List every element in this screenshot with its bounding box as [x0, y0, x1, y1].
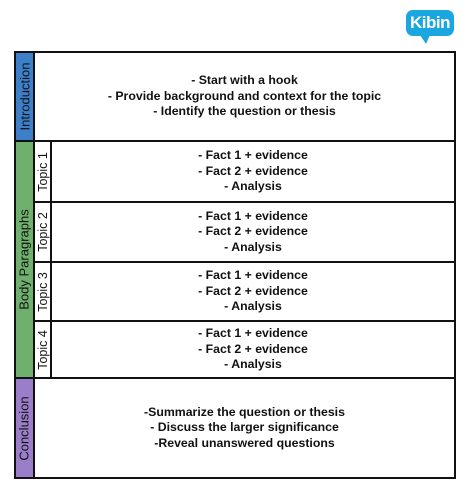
topic-line: - Fact 1 + evidence	[198, 208, 308, 223]
topic-label: Topic 4	[35, 329, 50, 370]
topic-label: Topic 3	[35, 271, 50, 312]
topic-line: - Fact 1 + evidence	[198, 326, 308, 341]
topic-line: - Fact 2 + evidence	[198, 163, 308, 178]
introduction-label: Introduction	[17, 62, 32, 131]
body-paragraphs-label: Body Paragraphs	[17, 209, 33, 310]
topic-2-content: - Fact 1 + evidence - Fact 2 + evidence …	[51, 202, 455, 262]
topic-label: Topic 2	[35, 212, 50, 252]
essay-outline-diagram: Introduction - Start with a hook - Provi…	[14, 51, 456, 479]
body-paragraphs-label-bar: Body Paragraphs	[15, 141, 34, 378]
topic-1-label-bar: Topic 1	[34, 141, 51, 202]
introduction-content: - Start with a hook - Provide background…	[34, 52, 455, 141]
conclusion-line: -Reveal unanswered questions	[154, 435, 335, 450]
topic-1-content: - Fact 1 + evidence - Fact 2 + evidence …	[51, 141, 455, 202]
topic-4-content: - Fact 1 + evidence - Fact 2 + evidence …	[51, 321, 455, 378]
topic-2-label-bar: Topic 2	[34, 202, 51, 262]
topic-line: - Fact 2 + evidence	[198, 341, 308, 356]
conclusion-content: -Summarize the question or thesis - Disc…	[34, 378, 455, 478]
intro-line: - Identify the question or thesis	[153, 104, 336, 119]
topic-line: - Analysis	[224, 299, 282, 314]
topic-3-content: - Fact 1 + evidence - Fact 2 + evidence …	[51, 262, 455, 321]
kibin-logo: Kibin	[406, 10, 454, 44]
intro-line: - Start with a hook	[191, 73, 298, 88]
conclusion-label-bar: Conclusion	[15, 378, 34, 478]
topic-line: - Fact 2 + evidence	[198, 283, 308, 298]
topic-line: - Analysis	[224, 239, 282, 254]
conclusion-line: -Summarize the question or thesis	[144, 404, 345, 419]
conclusion-label: Conclusion	[17, 395, 33, 461]
topic-line: - Fact 2 + evidence	[198, 224, 308, 239]
topic-label: Topic 1	[35, 151, 50, 192]
intro-line: - Provide background and context for the…	[107, 88, 382, 103]
conclusion-line: - Discuss the larger significance	[150, 420, 339, 435]
topic-line: - Fact 1 + evidence	[198, 268, 308, 283]
introduction-label-bar: Introduction	[15, 52, 34, 141]
topic-line: - Fact 1 + evidence	[198, 148, 308, 163]
topic-3-label-bar: Topic 3	[34, 262, 51, 321]
topic-line: - Analysis	[224, 357, 282, 372]
topic-4-label-bar: Topic 4	[34, 321, 51, 378]
topic-line: - Analysis	[224, 179, 282, 194]
